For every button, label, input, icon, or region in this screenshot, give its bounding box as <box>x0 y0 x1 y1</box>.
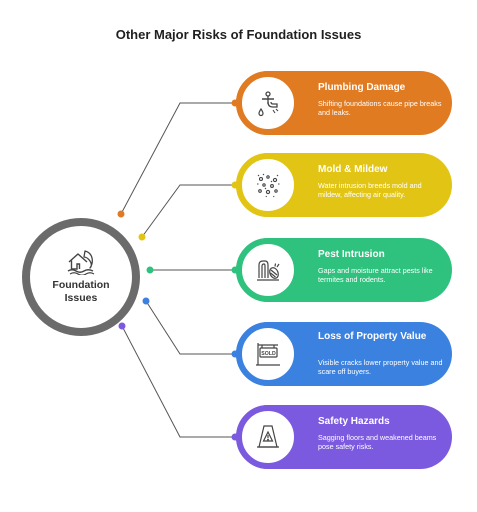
risk-icon-circle: SOLD <box>236 322 300 386</box>
hub-dot-property <box>142 297 150 305</box>
risk-title: Plumbing Damage <box>318 82 406 93</box>
hub-circle: Foundation Issues <box>22 218 140 336</box>
hub-dot-mold <box>138 233 146 241</box>
pest-bug-icon <box>257 260 280 281</box>
hub-dot-plumbing <box>117 210 125 218</box>
risk-card-safety: Safety Hazards Sagging floors and weaken… <box>236 405 452 469</box>
diagram-title: Other Major Risks of Foundation Issues <box>115 27 362 42</box>
risk-description: Sagging floors and weakened beams pose s… <box>318 433 437 451</box>
risk-card-mold: Mold & Mildew Water intrusion breeds mol… <box>236 153 452 217</box>
risk-description: Visible cracks lower property value and … <box>318 358 443 376</box>
risk-description: Gaps and moisture attract pests like ter… <box>318 266 433 284</box>
connector-property <box>145 300 235 355</box>
sold-sign-text: SOLD <box>261 351 276 357</box>
risk-title: Pest Intrusion <box>318 249 385 260</box>
sold-sign-icon: SOLD <box>256 343 280 366</box>
risk-card-property: SOLD Loss of Property Value Visible crac… <box>236 322 452 386</box>
risk-title: Mold & Mildew <box>318 164 388 175</box>
faucet-drip-icon <box>258 91 279 117</box>
hub-dot-pest <box>146 266 154 274</box>
hub-dot-safety <box>118 322 126 330</box>
warning-sign-icon <box>257 425 279 448</box>
connector-safety <box>121 325 235 438</box>
mold-spores-icon <box>257 173 280 198</box>
house-flood-icon <box>67 250 95 275</box>
risk-title: Safety Hazards <box>318 416 390 427</box>
connector-mold <box>141 184 235 238</box>
risk-icon-circle <box>236 238 300 302</box>
risk-card-pest: Pest Intrusion Gaps and moisture attract… <box>236 238 452 302</box>
hub-label: Foundation Issues <box>52 279 110 304</box>
risk-icon-circle <box>236 153 300 217</box>
connector-plumbing <box>120 102 235 215</box>
risk-description: Water intrusion breeds mold and mildew, … <box>318 181 422 199</box>
risk-description: Shifting foundations cause pipe breaks a… <box>318 99 442 117</box>
risk-card-plumbing: Plumbing Damage Shifting foundations cau… <box>236 71 452 135</box>
risk-icon-circle <box>236 405 300 469</box>
risk-icon-circle <box>236 71 300 135</box>
risk-title: Loss of Property Value <box>318 331 427 342</box>
